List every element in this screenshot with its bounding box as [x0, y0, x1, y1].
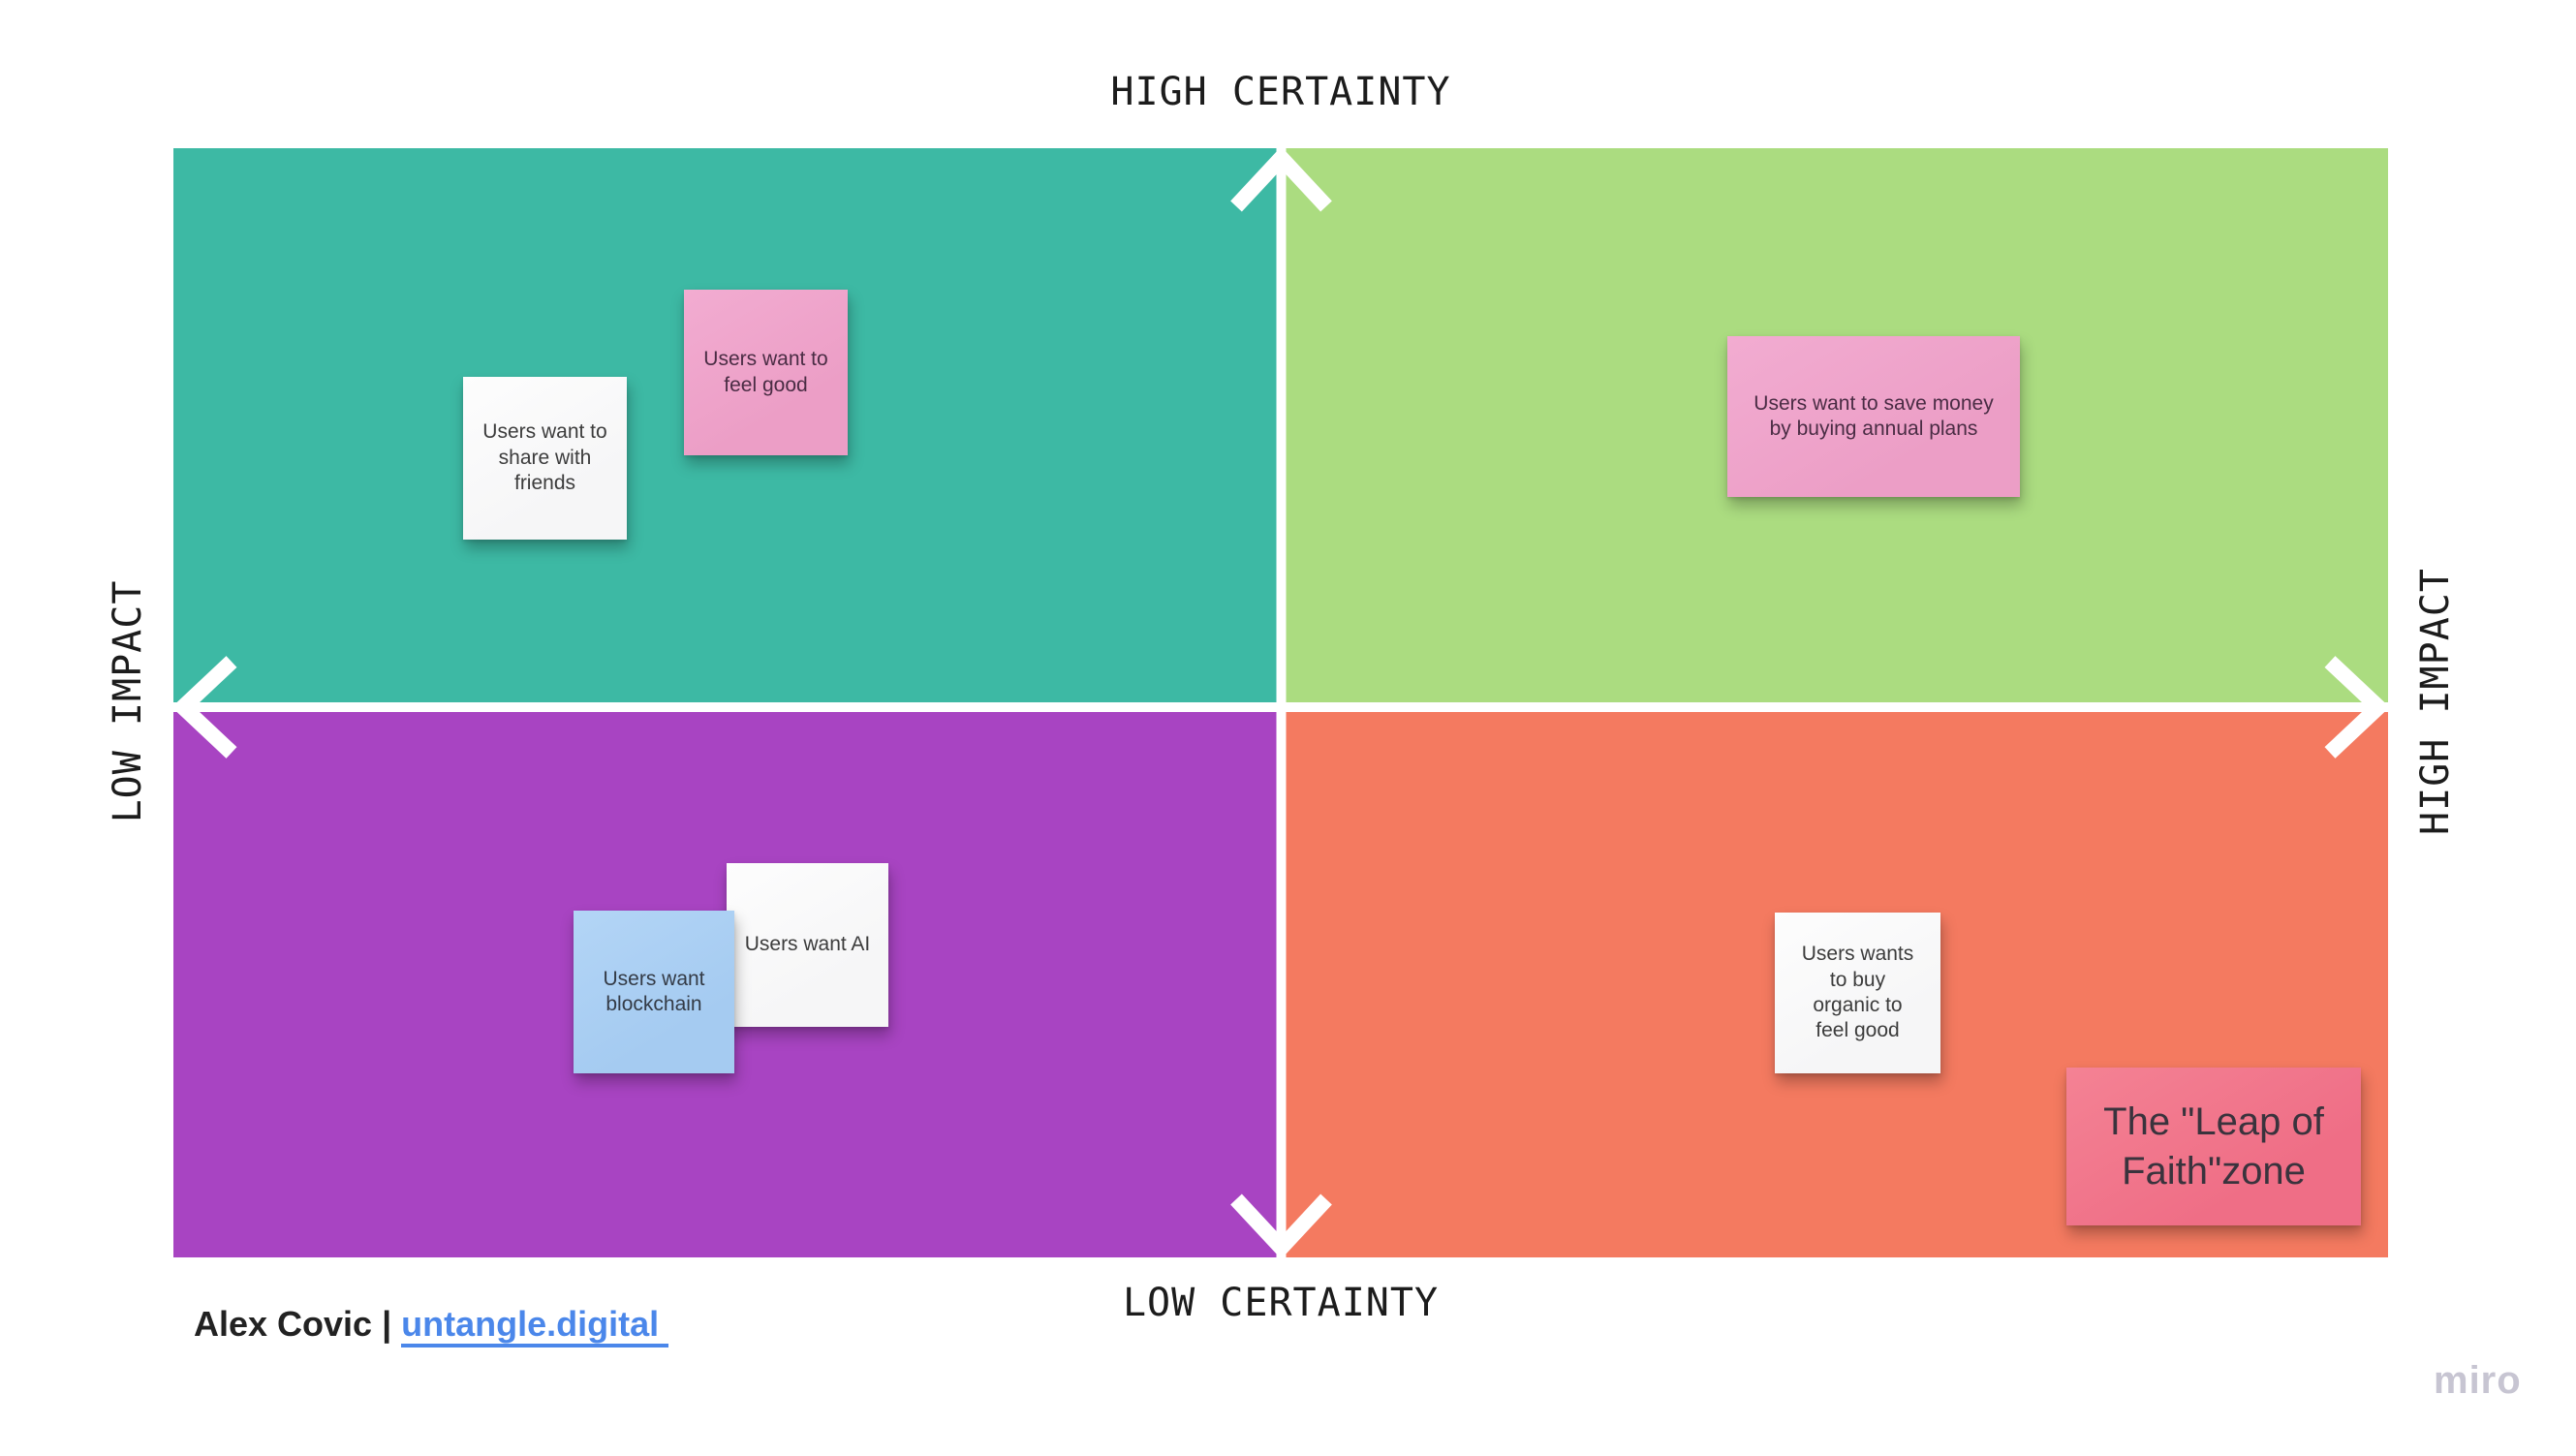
axis-label-low-impact: LOW IMPACT	[106, 579, 150, 823]
axis-label-high-impact: HIGH IMPACT	[2413, 568, 2458, 835]
note-ai[interactable]: Users want AI	[727, 863, 888, 1027]
attribution: Alex Covic | untangle.digital	[194, 1304, 669, 1348]
sticky-note-text: Users want AI	[744, 933, 871, 956]
sticky-note-text: Users want to share with friends	[482, 420, 607, 495]
sticky-note-text: Users want to feel good	[703, 348, 828, 396]
axis-label-low-certainty: LOW CERTAINTY	[1122, 1281, 1440, 1325]
note-feel-good[interactable]: Users want to feel good	[684, 290, 848, 455]
sticky-note-text: Users want to save money by buying annua…	[1754, 391, 1994, 440]
note-save-money[interactable]: Users want to save money by buying annua…	[1727, 336, 2020, 497]
sticky-note-text: The "Leap of Faith"zone	[2103, 1100, 2324, 1193]
note-blockchain[interactable]: Users want blockchain	[574, 911, 734, 1073]
sticky-note-text: Users wants to buy organic to feel good	[1801, 943, 1914, 1042]
note-organic[interactable]: Users wants to buy organic to feel good	[1775, 913, 1940, 1073]
note-leap-of-faith[interactable]: The "Leap of Faith"zone	[2066, 1068, 2361, 1225]
author-name: Alex Covic |	[194, 1304, 402, 1344]
note-share-friends[interactable]: Users want to share with friends	[463, 377, 627, 540]
untangle-digital-link[interactable]: untangle.digital	[401, 1304, 669, 1348]
miro-watermark: miro	[2434, 1359, 2522, 1402]
sticky-note-text: Users want blockchain	[603, 967, 705, 1015]
axis-label-high-certainty: HIGH CERTAINTY	[1110, 70, 1451, 114]
